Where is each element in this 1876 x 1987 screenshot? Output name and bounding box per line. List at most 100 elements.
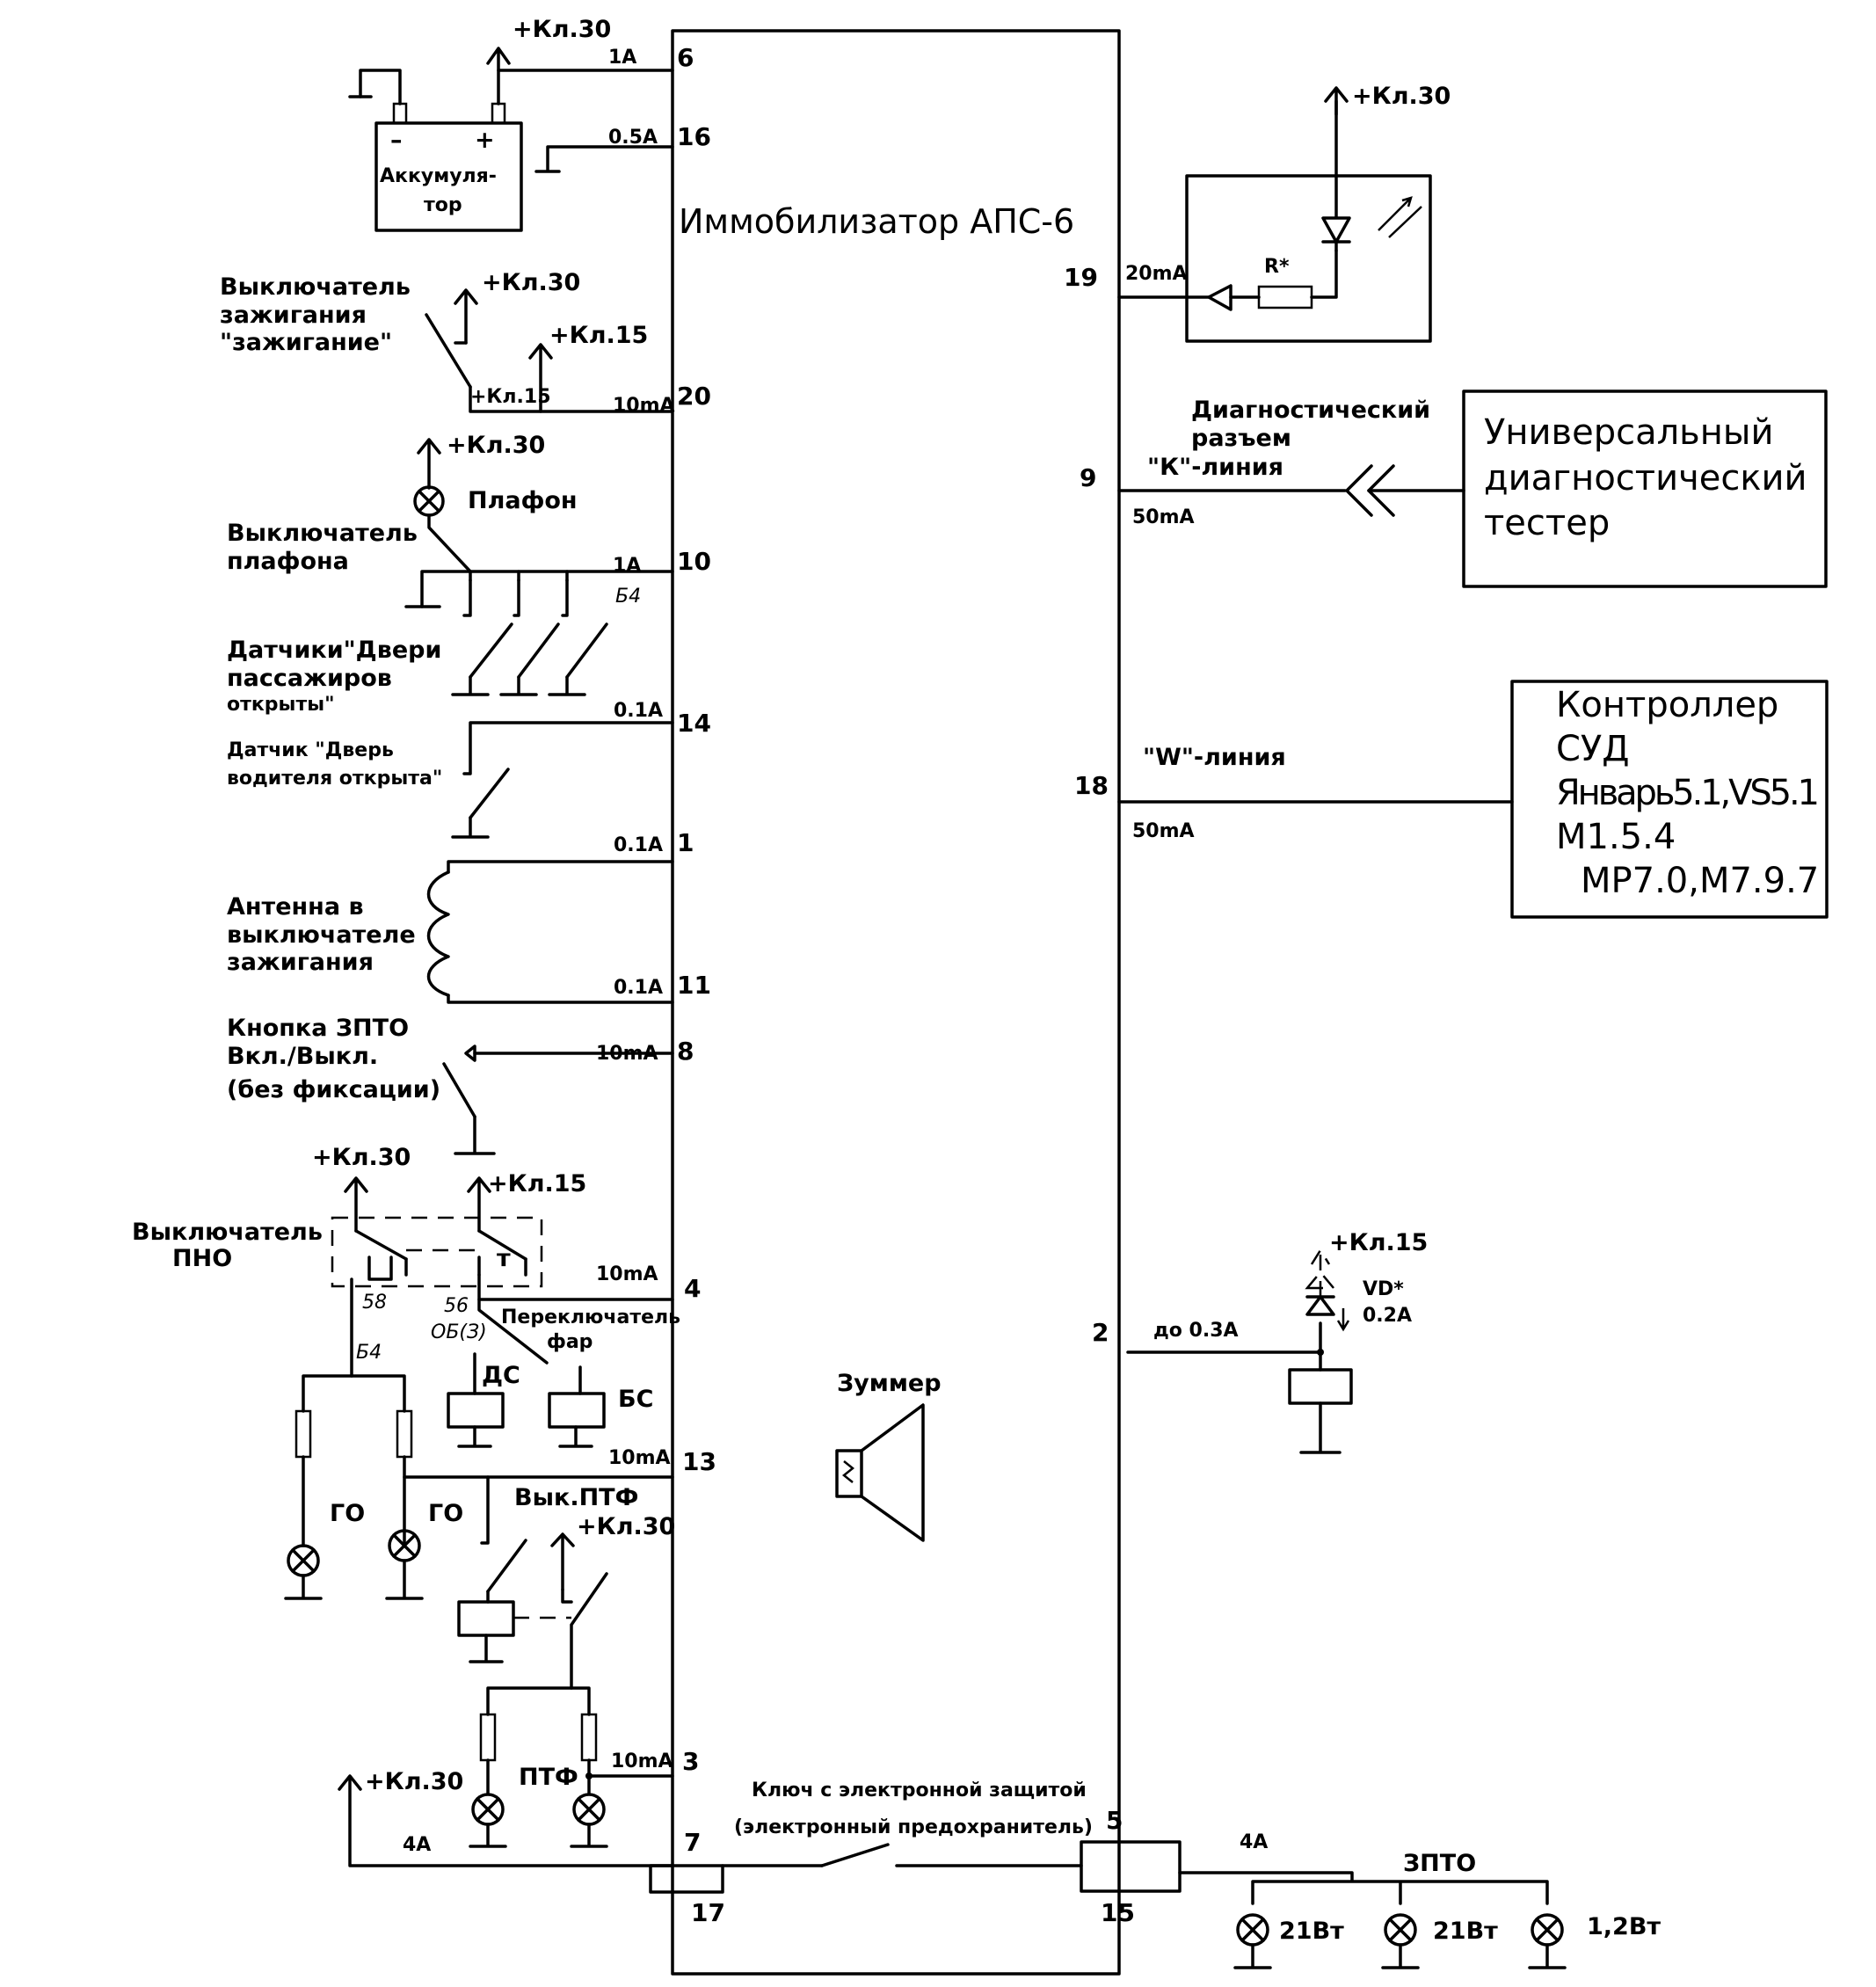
current-pin11: 0.1А (614, 977, 663, 999)
controller-label-4: М1.5.4 (1556, 817, 1676, 857)
ceiling-switch-label-1: Выключатель (227, 520, 418, 547)
tester-label-1: Универсальный (1484, 412, 1773, 453)
controller-label-2: СУД (1556, 729, 1630, 769)
wire-56: 56 (444, 1295, 469, 1317)
current-pin18: 50mA (1132, 820, 1195, 842)
controller-label-5: МР7.0,М7.9.7 (1581, 861, 1819, 901)
current-pin9: 50mA (1132, 506, 1195, 528)
kl30-pin7: +Кл.30 (365, 1768, 463, 1795)
kl15-ignition: +Кл.15 (549, 322, 648, 349)
battery: – + Аккумуля- тор +Кл.30 (348, 16, 674, 232)
zpto-lamp2: 21Вт (1433, 1918, 1498, 1945)
controller-label-1: Контроллер (1556, 685, 1778, 725)
led-indicator: R* +Кл.30 (1117, 83, 1451, 343)
pin-7: 7 (684, 1828, 701, 1857)
buzzer-icon (835, 1403, 925, 1542)
current-pin3: 10mA (611, 1750, 673, 1772)
driver-door-label-1: Датчик "Дверь (227, 739, 394, 761)
zpto-button: Кнопка ЗПТО Вкл./Выкл. (без фиксации) (227, 1015, 674, 1155)
pin-2: 2 (1092, 1318, 1109, 1347)
door-sensors: Датчики"Двери пассажиров открыты" (227, 637, 441, 716)
driver-door-sensor: Датчик "Дверь водителя открыта" (227, 721, 674, 839)
pin-16: 16 (677, 122, 711, 151)
antenna-label-2: выключателе (227, 921, 416, 949)
current-pin2: до 0.3А (1153, 1320, 1239, 1342)
zpto-lamp1: 21Вт (1279, 1918, 1344, 1945)
pin-20: 20 (677, 382, 711, 411)
current-pin7: 4А (403, 1834, 431, 1856)
wire-ob3: ОБ(З) (431, 1321, 487, 1343)
battery-label-2: тор (424, 194, 462, 216)
pin-1: 1 (677, 828, 694, 857)
pin-15: 15 (1101, 1898, 1135, 1927)
vd-label: VD* (1363, 1278, 1404, 1300)
kl15-relay: +Кл.15 (1329, 1229, 1428, 1256)
current-pin14: 0.1А (614, 700, 663, 722)
diag-label-2: разъем (1191, 425, 1291, 452)
pin-17: 17 (691, 1898, 725, 1927)
tester-label-2: диагностический (1484, 458, 1807, 499)
diag-label-1: Диагностический (1191, 397, 1430, 424)
current-pin4: 10mA (596, 1263, 658, 1285)
ignition-label-2: зажигания (220, 302, 367, 329)
bs-label: БС (618, 1386, 653, 1413)
pin-18: 18 (1074, 771, 1109, 800)
pin-19: 19 (1064, 263, 1098, 292)
current-pin19: 20mA (1125, 263, 1188, 285)
zpto-lamp3: 1,2Вт (1587, 1913, 1661, 1940)
wire-58: 58 (362, 1292, 387, 1314)
ceiling-switch-label-2: плафона (227, 548, 349, 575)
pin-8: 8 (677, 1037, 694, 1066)
ptf-switch-label: Вык.ПТФ (514, 1484, 638, 1511)
pin-9: 9 (1080, 463, 1096, 492)
relay-pin2: +Кл.15 VD* 0.2А (1126, 1229, 1428, 1454)
door-sensors-label-1: Датчики"Двери (227, 637, 441, 664)
diagnostic-connector: Диагностический разъем "К"-линия (1117, 397, 1465, 517)
wire-b4-pno: Б4 (356, 1342, 382, 1364)
diagnostic-tester: Универсальный диагностический тестер (1462, 389, 1828, 588)
high-beam-lamps: ГО ГО (284, 1374, 674, 1600)
pin-6: 6 (677, 43, 694, 72)
antenna-label-1: Антенна в (227, 893, 364, 921)
ptf-label: ПТФ (519, 1764, 578, 1791)
pin-4: 4 (684, 1274, 701, 1303)
go-label-2: ГО (428, 1500, 463, 1527)
current-labels: 1А 0.5А 10mA 1А Б4 0.1А 0.1А 0.1А 10mA 1… (403, 47, 1268, 1856)
kl30-ignition: +Кл.30 (482, 269, 580, 296)
ceiling-light: +Кл.30 Плафон Выключатель плафона (227, 432, 674, 696)
kl30-led: +Кл.30 (1352, 83, 1451, 110)
go-label-1: ГО (330, 1500, 365, 1527)
current-pin16: 0.5А (608, 127, 658, 149)
controller-label-3: Январь5.1,VS5.1 (1556, 773, 1820, 813)
pin-5: 5 (1106, 1806, 1123, 1835)
current-pin5: 4А (1240, 1831, 1268, 1853)
electronic-key: +Кл.30 Ключ с электронной защитой (элект… (338, 1768, 1661, 1969)
current-pin1: 0.1А (614, 834, 663, 856)
antenna-coil: Антенна в выключателе зажигания (227, 860, 674, 1004)
kl15-pno: +Кл.15 (488, 1170, 586, 1197)
pno-t-label: т (497, 1245, 511, 1272)
battery-minus: – (390, 127, 403, 154)
ds-label: ДС (482, 1362, 520, 1389)
ignition-label-3: "зажигание" (220, 329, 392, 356)
pin-13: 13 (682, 1447, 716, 1476)
fog-light-relay: Вык.ПТФ +Кл.30 ПТФ (457, 1475, 675, 1848)
current-pin13: 10mA (608, 1447, 671, 1469)
antenna-label-3: зажигания (227, 949, 374, 976)
pno-label-1: Выключатель (132, 1219, 323, 1246)
ceiling-lamp-label: Плафон (468, 487, 578, 514)
pin-3: 3 (682, 1747, 699, 1776)
key-label-1: Ключ с электронной защитой (752, 1780, 1087, 1801)
kline-label: "К"-линия (1147, 454, 1283, 481)
battery-plus: + (475, 127, 495, 154)
kl30-pno: +Кл.30 (312, 1144, 411, 1171)
pin-labels: 6 16 20 10 14 1 11 8 4 13 3 7 17 19 9 18… (677, 43, 1135, 1927)
zpto-button-label-2: Вкл./Выкл. (227, 1043, 378, 1070)
current-pin10: 1А (613, 555, 641, 577)
battery-label: Аккумуля- (380, 165, 497, 187)
pno-switch: Выключатель ПНО +Кл.30 +Кл.15 т 58 56 ОБ… (132, 1144, 674, 1378)
ignition-label-1: Выключатель (220, 273, 411, 301)
ignition-contact: +Кл.15 (470, 386, 551, 408)
current-pin20: 10mA (613, 395, 675, 417)
